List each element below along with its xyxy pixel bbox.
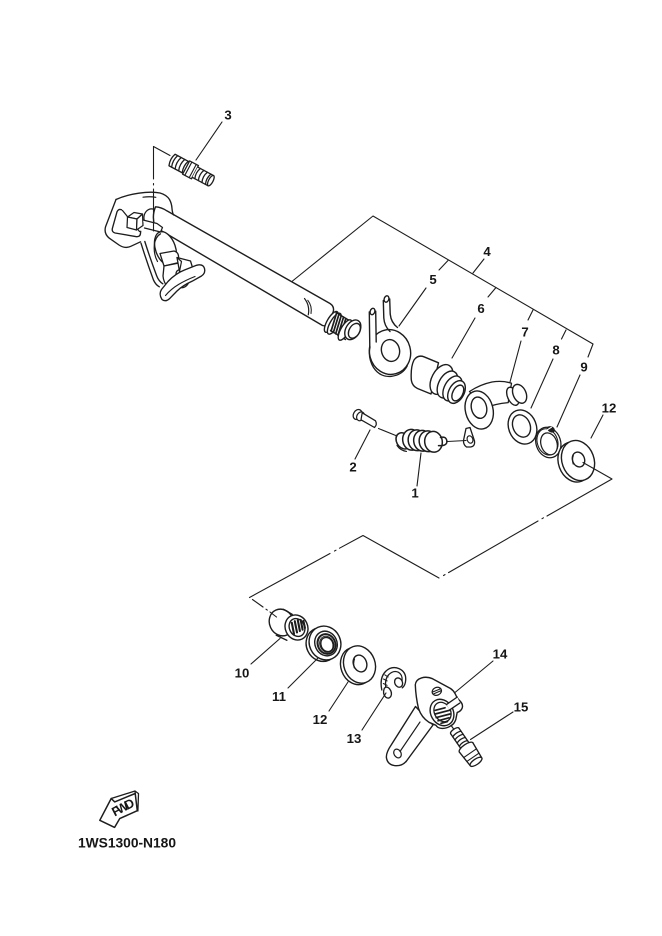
svg-text:1WS1300-N180: 1WS1300-N180 [78,836,176,851]
svg-text:12: 12 [313,712,328,727]
svg-text:8: 8 [552,343,559,358]
svg-text:15: 15 [514,700,529,715]
svg-text:14: 14 [493,647,508,662]
svg-text:13: 13 [347,731,362,746]
svg-text:4: 4 [483,244,491,259]
svg-text:11: 11 [272,689,286,704]
svg-text:12: 12 [602,401,617,416]
svg-text:9: 9 [580,360,587,375]
svg-text:1: 1 [411,486,418,501]
svg-text:2: 2 [349,460,356,475]
svg-text:3: 3 [224,108,231,123]
svg-text:6: 6 [477,301,484,316]
svg-text:5: 5 [429,272,436,287]
svg-text:10: 10 [235,666,250,681]
svg-text:7: 7 [521,325,528,340]
